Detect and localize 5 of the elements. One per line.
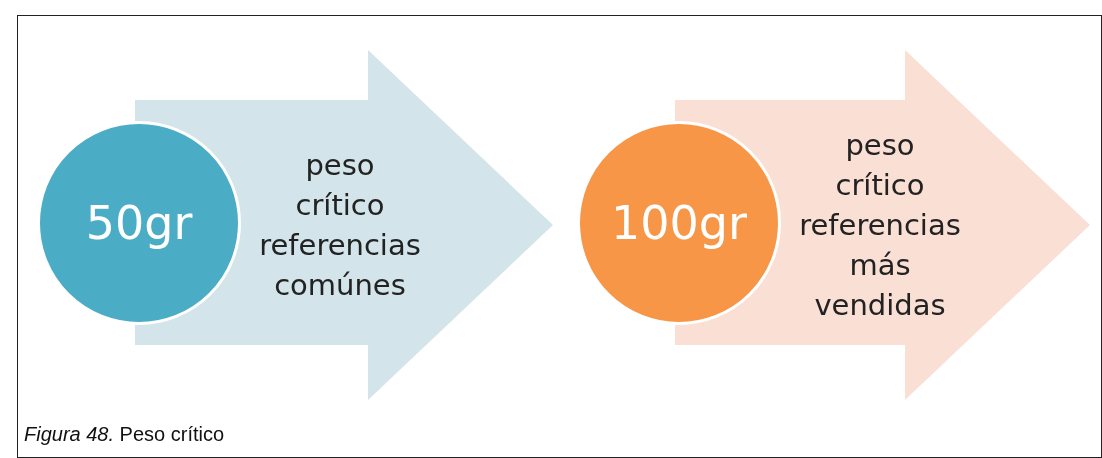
- weight-label: 50gr: [85, 196, 193, 250]
- arrow-text: peso crítico referencias comúnes: [258, 147, 422, 304]
- arrow-text: peso crítico referencias más vendidas: [798, 127, 962, 324]
- figure-caption: Figura 48. Peso crítico: [24, 423, 225, 446]
- weight-label: 100gr: [611, 196, 747, 250]
